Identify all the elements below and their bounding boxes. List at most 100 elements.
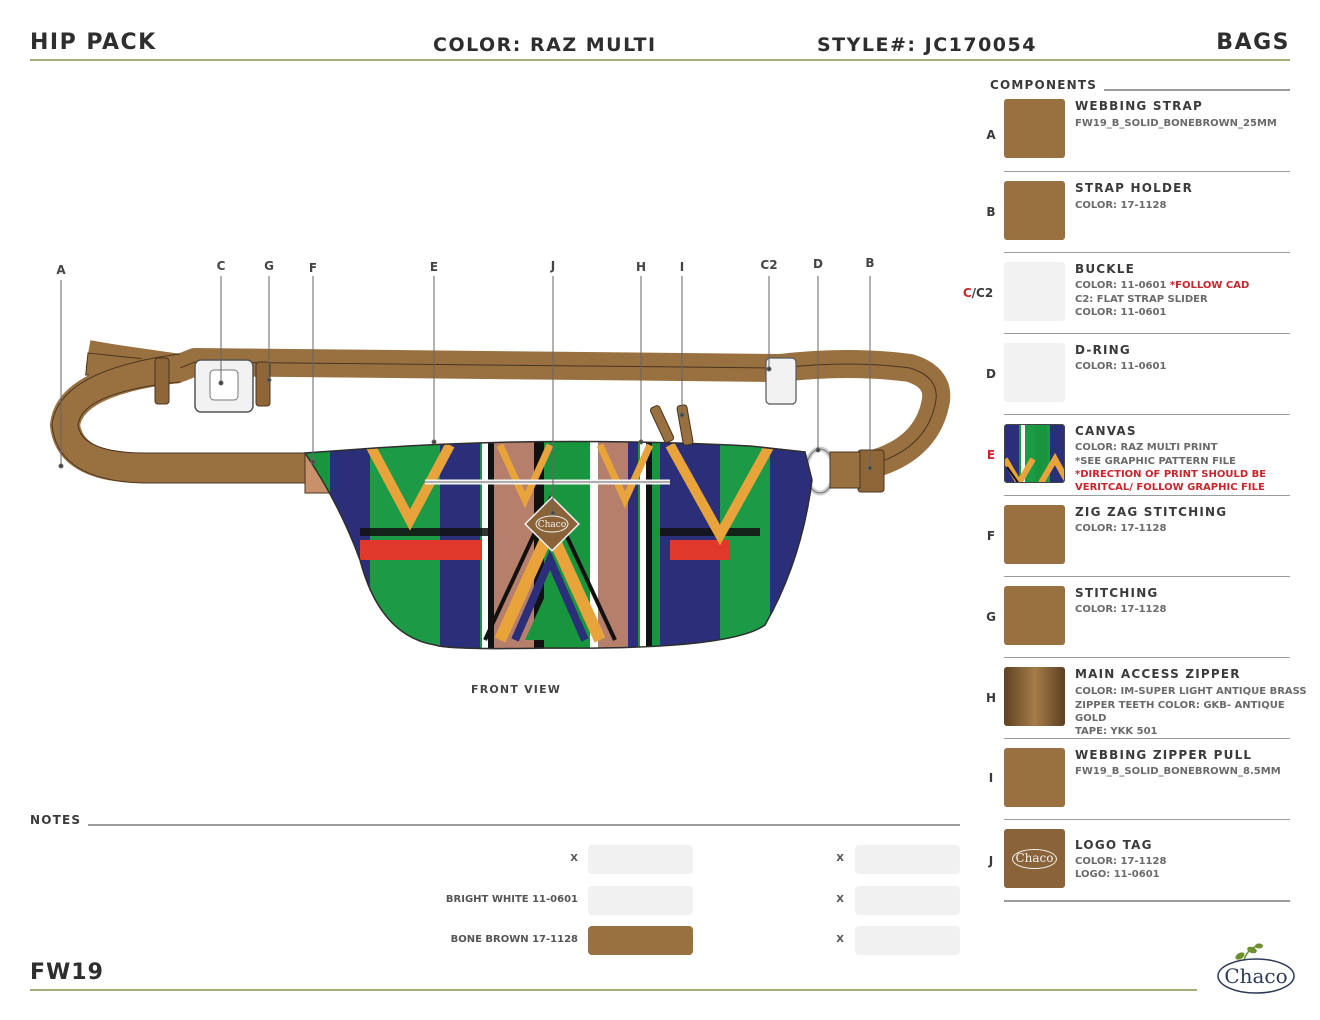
front-view-label: FRONT VIEW bbox=[471, 683, 562, 696]
components-bottom-rule bbox=[1004, 900, 1290, 902]
component-letter: F bbox=[986, 529, 996, 543]
note-swatch-empty bbox=[855, 926, 960, 955]
component-letter: E bbox=[986, 448, 996, 462]
component-letter: J bbox=[988, 854, 994, 868]
component-name: CANVAS bbox=[1075, 424, 1137, 438]
component-detail: GOLD bbox=[1075, 713, 1107, 724]
logo-tag-swatch-text: Chaco bbox=[1015, 851, 1054, 865]
callout-j: J bbox=[550, 259, 556, 273]
style-number: STYLE#: JC170054 bbox=[817, 34, 1037, 56]
callout-b: B bbox=[865, 256, 875, 270]
component-name: WEBBING STRAP bbox=[1075, 99, 1204, 113]
component-logo-tag: J Chaco LOGO TAG COLOR: 17-1128 LOGO: 11… bbox=[989, 819, 1290, 900]
print-direction-note: *DIRECTION OF PRINT SHOULD BE bbox=[1075, 469, 1267, 480]
component-zig-zag-stitching: F ZIG ZAG STITCHING COLOR: 17-1128 bbox=[987, 495, 1290, 576]
note-label-bone-brown: BONE BROWN 17-1128 bbox=[450, 934, 578, 945]
component-detail: COLOR: 17-1128 bbox=[1075, 523, 1167, 534]
component-webbing-zipper-pull: I WEBBING ZIPPER PULL FW19_B_SOLID_BONEB… bbox=[989, 738, 1290, 819]
color-heading: COLOR: RAZ MULTI bbox=[433, 34, 657, 56]
component-detail: FW19_B_SOLID_BONEBROWN_8.5MM bbox=[1075, 766, 1281, 777]
swatch-d-ring bbox=[1004, 343, 1065, 402]
note-label-bright-white: BRIGHT WHITE 11-0601 bbox=[445, 894, 578, 905]
component-detail: C2: FLAT STRAP SLIDER bbox=[1075, 294, 1208, 305]
component-name: BUCKLE bbox=[1075, 262, 1136, 276]
swatch-webbing-zipper-pull bbox=[1004, 748, 1065, 807]
components-title: COMPONENTS bbox=[990, 78, 1098, 92]
follow-cad-note: *FOLLOW CAD bbox=[1169, 280, 1250, 291]
component-letter: I bbox=[988, 771, 994, 785]
callout-e: E bbox=[429, 260, 439, 274]
component-letter: H bbox=[985, 691, 997, 705]
component-name: STRAP HOLDER bbox=[1075, 181, 1194, 195]
note-swatch-empty bbox=[588, 845, 693, 874]
component-detail: COLOR: 17-1128 bbox=[1075, 856, 1167, 867]
swatch-buckle bbox=[1004, 262, 1065, 321]
component-strap-holder: B STRAP HOLDER COLOR: 17-1128 bbox=[986, 171, 1290, 252]
component-detail: COLOR: 17-1128 bbox=[1075, 604, 1167, 615]
chaco-logo: Chaco bbox=[1214, 942, 1298, 998]
component-letter-red: C bbox=[962, 286, 972, 300]
front-view-drawing: Chaco bbox=[30, 240, 970, 680]
component-detail: FW19_B_SOLID_BONEBROWN_25MM bbox=[1075, 118, 1277, 129]
component-name: LOGO TAG bbox=[1075, 838, 1153, 852]
component-detail: COLOR: 11-0601 *FOLLOW CAD bbox=[1075, 279, 1249, 292]
swatch-webbing-strap bbox=[1004, 99, 1065, 158]
component-detail: COLOR: RAZ MULTI PRINT bbox=[1075, 442, 1218, 453]
component-detail: COLOR: 11-0601 bbox=[1075, 307, 1167, 318]
component-letter: A bbox=[986, 128, 996, 142]
component-detail: *SEE GRAPHIC PATTERN FILE bbox=[1075, 456, 1236, 467]
component-name: ZIG ZAG STITCHING bbox=[1075, 505, 1228, 519]
component-main-access-zipper: H MAIN ACCESS ZIPPER COLOR: IM-SUPER LIG… bbox=[986, 657, 1307, 738]
component-stitching: G STITCHING COLOR: 17-1128 bbox=[986, 576, 1290, 657]
buckle-color: COLOR: 11-0601 bbox=[1075, 280, 1170, 291]
components-rule bbox=[1104, 89, 1290, 91]
component-name: WEBBING ZIPPER PULL bbox=[1075, 748, 1253, 762]
note-label-x: X bbox=[570, 853, 578, 864]
component-webbing-strap: A WEBBING STRAP FW19_B_SOLID_BONEBROWN_2… bbox=[986, 95, 1290, 176]
component-detail: COLOR: 17-1128 bbox=[1075, 200, 1167, 211]
product-title: HIP PACK bbox=[30, 30, 157, 55]
callout-i: I bbox=[679, 260, 685, 274]
note-label-x: X bbox=[836, 853, 844, 864]
swatch-strap-holder bbox=[1004, 181, 1065, 240]
swatch-logo-tag: Chaco bbox=[1004, 829, 1065, 888]
season-label: FW19 bbox=[30, 960, 104, 985]
component-name: STITCHING bbox=[1075, 586, 1159, 600]
logo-tag-text: Chaco bbox=[538, 520, 567, 530]
component-letter-rest: /C2 bbox=[971, 286, 994, 300]
chaco-logo-text: Chaco bbox=[1224, 964, 1287, 988]
component-letter: C/C2 bbox=[958, 286, 998, 300]
component-name: MAIN ACCESS ZIPPER bbox=[1075, 667, 1241, 681]
component-buckle: C/C2 BUCKLE COLOR: 11-0601 *FOLLOW CAD C… bbox=[963, 252, 1290, 333]
component-detail: TAPE: YKK 501 bbox=[1075, 726, 1158, 737]
component-detail: COLOR: 11-0601 bbox=[1075, 361, 1167, 372]
callout-h: H bbox=[635, 260, 647, 274]
hip-pack-illustration: Chaco bbox=[49, 276, 951, 650]
callout-f: F bbox=[308, 261, 318, 275]
component-d-ring: D D-RING COLOR: 11-0601 bbox=[986, 333, 1290, 414]
component-detail: LOGO: 11-0601 bbox=[1075, 869, 1160, 880]
callout-c2: C2 bbox=[760, 258, 778, 272]
note-label-x: X bbox=[836, 934, 844, 945]
swatch-main-access-zipper bbox=[1004, 667, 1065, 726]
swatch-canvas-pattern bbox=[1004, 424, 1065, 483]
component-detail: COLOR: IM-SUPER LIGHT ANTIQUE BRASS bbox=[1075, 686, 1307, 697]
swatch-stitching bbox=[1004, 586, 1065, 645]
component-canvas: E CANVAS COLOR: RAZ MULTI PRINT *SEE GRA… bbox=[987, 414, 1290, 495]
callout-g: G bbox=[264, 259, 274, 273]
note-swatch-bright-white bbox=[588, 886, 693, 915]
note-label-x: X bbox=[836, 894, 844, 905]
callout-d: D bbox=[813, 257, 823, 271]
swatch-zig-zag-stitching bbox=[1004, 505, 1065, 564]
notes-title: NOTES bbox=[30, 813, 82, 827]
footer-rule bbox=[30, 989, 1197, 991]
component-detail: ZIPPER TEETH COLOR: GKB- ANTIQUE bbox=[1075, 700, 1285, 711]
callout-a: A bbox=[56, 263, 66, 277]
component-letter: D bbox=[986, 367, 996, 381]
note-swatch-bone-brown bbox=[588, 926, 693, 955]
header-rule bbox=[30, 59, 1290, 61]
component-name: D-RING bbox=[1075, 343, 1131, 357]
component-letter: B bbox=[986, 205, 996, 219]
print-direction-note: VERITCAL/ FOLLOW GRAPHIC FILE bbox=[1075, 482, 1265, 493]
callout-c: C bbox=[216, 259, 226, 273]
